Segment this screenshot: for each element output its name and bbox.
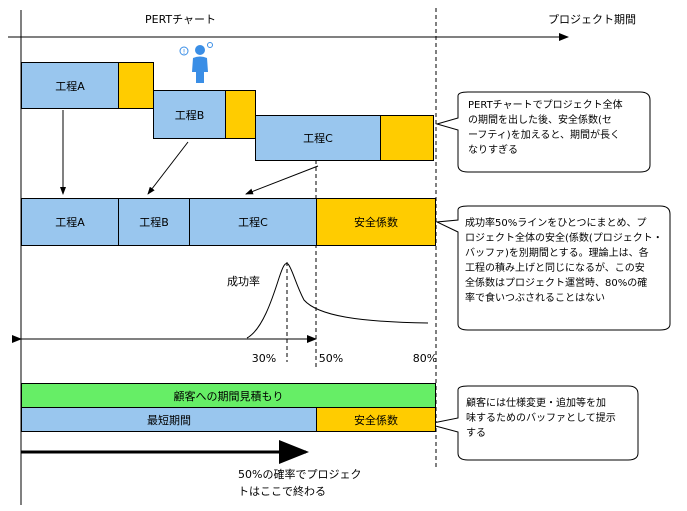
pert-chart-label: PERTチャート [145, 13, 217, 26]
shortest-period-label: 最短期間 [147, 413, 191, 427]
callout-3-shape [427, 385, 639, 461]
project-period-label: プロジェクト期間 [548, 13, 636, 26]
arrow-task-b [147, 141, 189, 195]
estimate-buffer-bar: 安全係数 [316, 407, 436, 432]
pert-task-c-label: 工程C [303, 132, 333, 145]
ccpm-task-c: 工程C [189, 198, 317, 246]
shortest-period-bar: 最短期間 [21, 407, 317, 432]
svg-text:!: ! [183, 48, 186, 56]
customer-estimate-label: 顧客への期間見積もり [173, 389, 284, 403]
callout-3-text: 顧客には仕様変更・追加等を加 味するためのバッファとして提示 する [466, 398, 616, 439]
callout-2-shape [435, 205, 671, 331]
pert-task-a: 工程A [21, 62, 119, 109]
ccpm-buffer: 安全係数 [316, 198, 436, 246]
tick-80: 80% [412, 352, 438, 365]
pert-task-a-buffer [118, 62, 154, 109]
customer-estimate-bar: 顧客への期間見積もり [21, 383, 436, 408]
pert-task-b-buffer [225, 90, 256, 139]
callout-1-shape [435, 91, 651, 173]
tick-30: 30% [251, 352, 277, 365]
ccpm-task-a: 工程A [21, 198, 119, 246]
pert-task-c-buffer [380, 115, 434, 161]
ccpm-task-b-label: 工程B [139, 216, 169, 229]
callout-1-text: PERTチャートでプロジェクト全体 の期間を出した後、安全係数(セ ーフティ)を… [468, 100, 623, 156]
callout-2-text: 成功率50%ラインをひとつにまとめ、プ ロジェクト全体の安全(係数(プロジェクト… [465, 218, 663, 304]
person-icon: ! [179, 42, 213, 83]
pert-task-a-label: 工程A [55, 79, 85, 93]
ccpm-task-c-label: 工程C [238, 216, 268, 229]
success-curve [246, 263, 429, 339]
pert-task-c: 工程C [255, 115, 381, 161]
estimate-buffer-label: 安全係数 [354, 413, 398, 427]
tick-50: 50% [318, 352, 344, 365]
pert-task-b-label: 工程B [174, 108, 205, 122]
ccpm-task-b: 工程B [118, 198, 190, 246]
ccpm-task-a-label: 工程A [55, 216, 85, 229]
ccpm-buffer-label: 安全係数 [354, 216, 398, 229]
pert-task-b: 工程B [153, 90, 226, 139]
finish-note: 50%の確率でプロジェク トはここで終わる [238, 468, 362, 498]
success-rate-label: 成功率 [227, 275, 260, 288]
arrow-task-c [245, 165, 319, 195]
